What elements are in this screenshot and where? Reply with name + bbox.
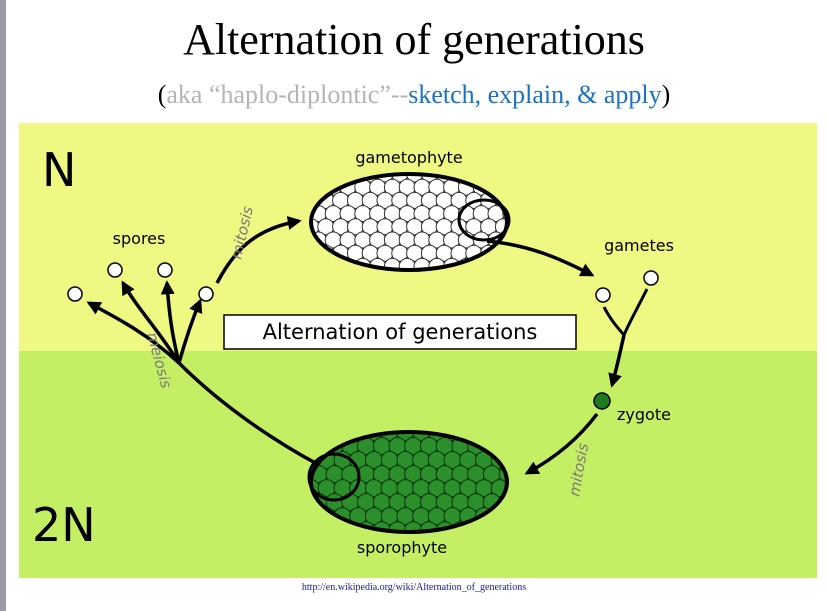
subtitle-emphasis-text: sketch, explain, & apply — [408, 80, 662, 109]
diploid-zone-label: 2N — [32, 498, 96, 552]
arrow-gamete-left-to-zygote — [602, 306, 626, 336]
arrow-gametophyte-to-gametes — [486, 239, 595, 277]
arrow-gametes-to-zygote — [608, 334, 626, 388]
spore-4 — [198, 286, 214, 302]
gametophyte-highlight-ring — [457, 198, 511, 242]
source-link[interactable]: http://en.wikipedia.org/wiki/Alternation… — [301, 582, 527, 593]
spore-1 — [107, 262, 123, 278]
zygote-label: zygote — [617, 405, 671, 424]
haploid-zone-label: N — [42, 143, 76, 197]
subtitle-close-paren: ) — [661, 80, 671, 109]
zygote-cell — [593, 392, 611, 410]
cell — [396, 432, 415, 441]
life-cycle-diagram: N 2N gametophyte sporophyte spores gamet… — [19, 123, 817, 578]
gametophyte-outline — [309, 172, 509, 272]
arrow-gamete-right-to-zygote — [622, 288, 649, 336]
spore-2 — [157, 262, 173, 278]
arrow-meiosis-to-spore-1 — [86, 301, 181, 365]
cell — [380, 432, 399, 441]
slide-title: Alternation of generations — [183, 15, 645, 64]
center-label: Alternation of generations — [263, 320, 538, 344]
arrow-spore-to-gametophyte — [215, 216, 302, 284]
gamete-1 — [643, 270, 659, 286]
arrow-sporophyte-to-meiosis — [177, 361, 320, 467]
slide-subtitle: (aka “haplo-diplontic”--sketch, explain,… — [0, 82, 828, 108]
arrow-meiosis-to-spore-4 — [177, 298, 203, 364]
sporophyte-label: sporophyte — [357, 538, 447, 557]
spores-label: spores — [113, 229, 166, 248]
gametophyte-label: gametophyte — [355, 148, 462, 167]
sporophyte-highlight-ring — [307, 452, 361, 502]
cell — [391, 174, 409, 183]
cell — [420, 174, 438, 183]
spore-3 — [67, 286, 83, 302]
subtitle-aka-text: aka “haplo-diplontic”-- — [166, 80, 409, 109]
cell — [406, 174, 424, 183]
arrow-meiosis-to-spore-3 — [160, 280, 181, 364]
arrow-zygote-to-sporophyte — [524, 412, 599, 475]
subtitle-open-paren: ( — [157, 80, 167, 109]
center-label-box — [223, 314, 577, 350]
gamete-2 — [595, 287, 611, 303]
arrow-meiosis-to-spore-2 — [121, 280, 181, 364]
cell — [376, 174, 394, 183]
slide-left-bar — [0, 0, 6, 611]
gametes-label: gametes — [604, 236, 674, 255]
cell — [412, 432, 431, 441]
